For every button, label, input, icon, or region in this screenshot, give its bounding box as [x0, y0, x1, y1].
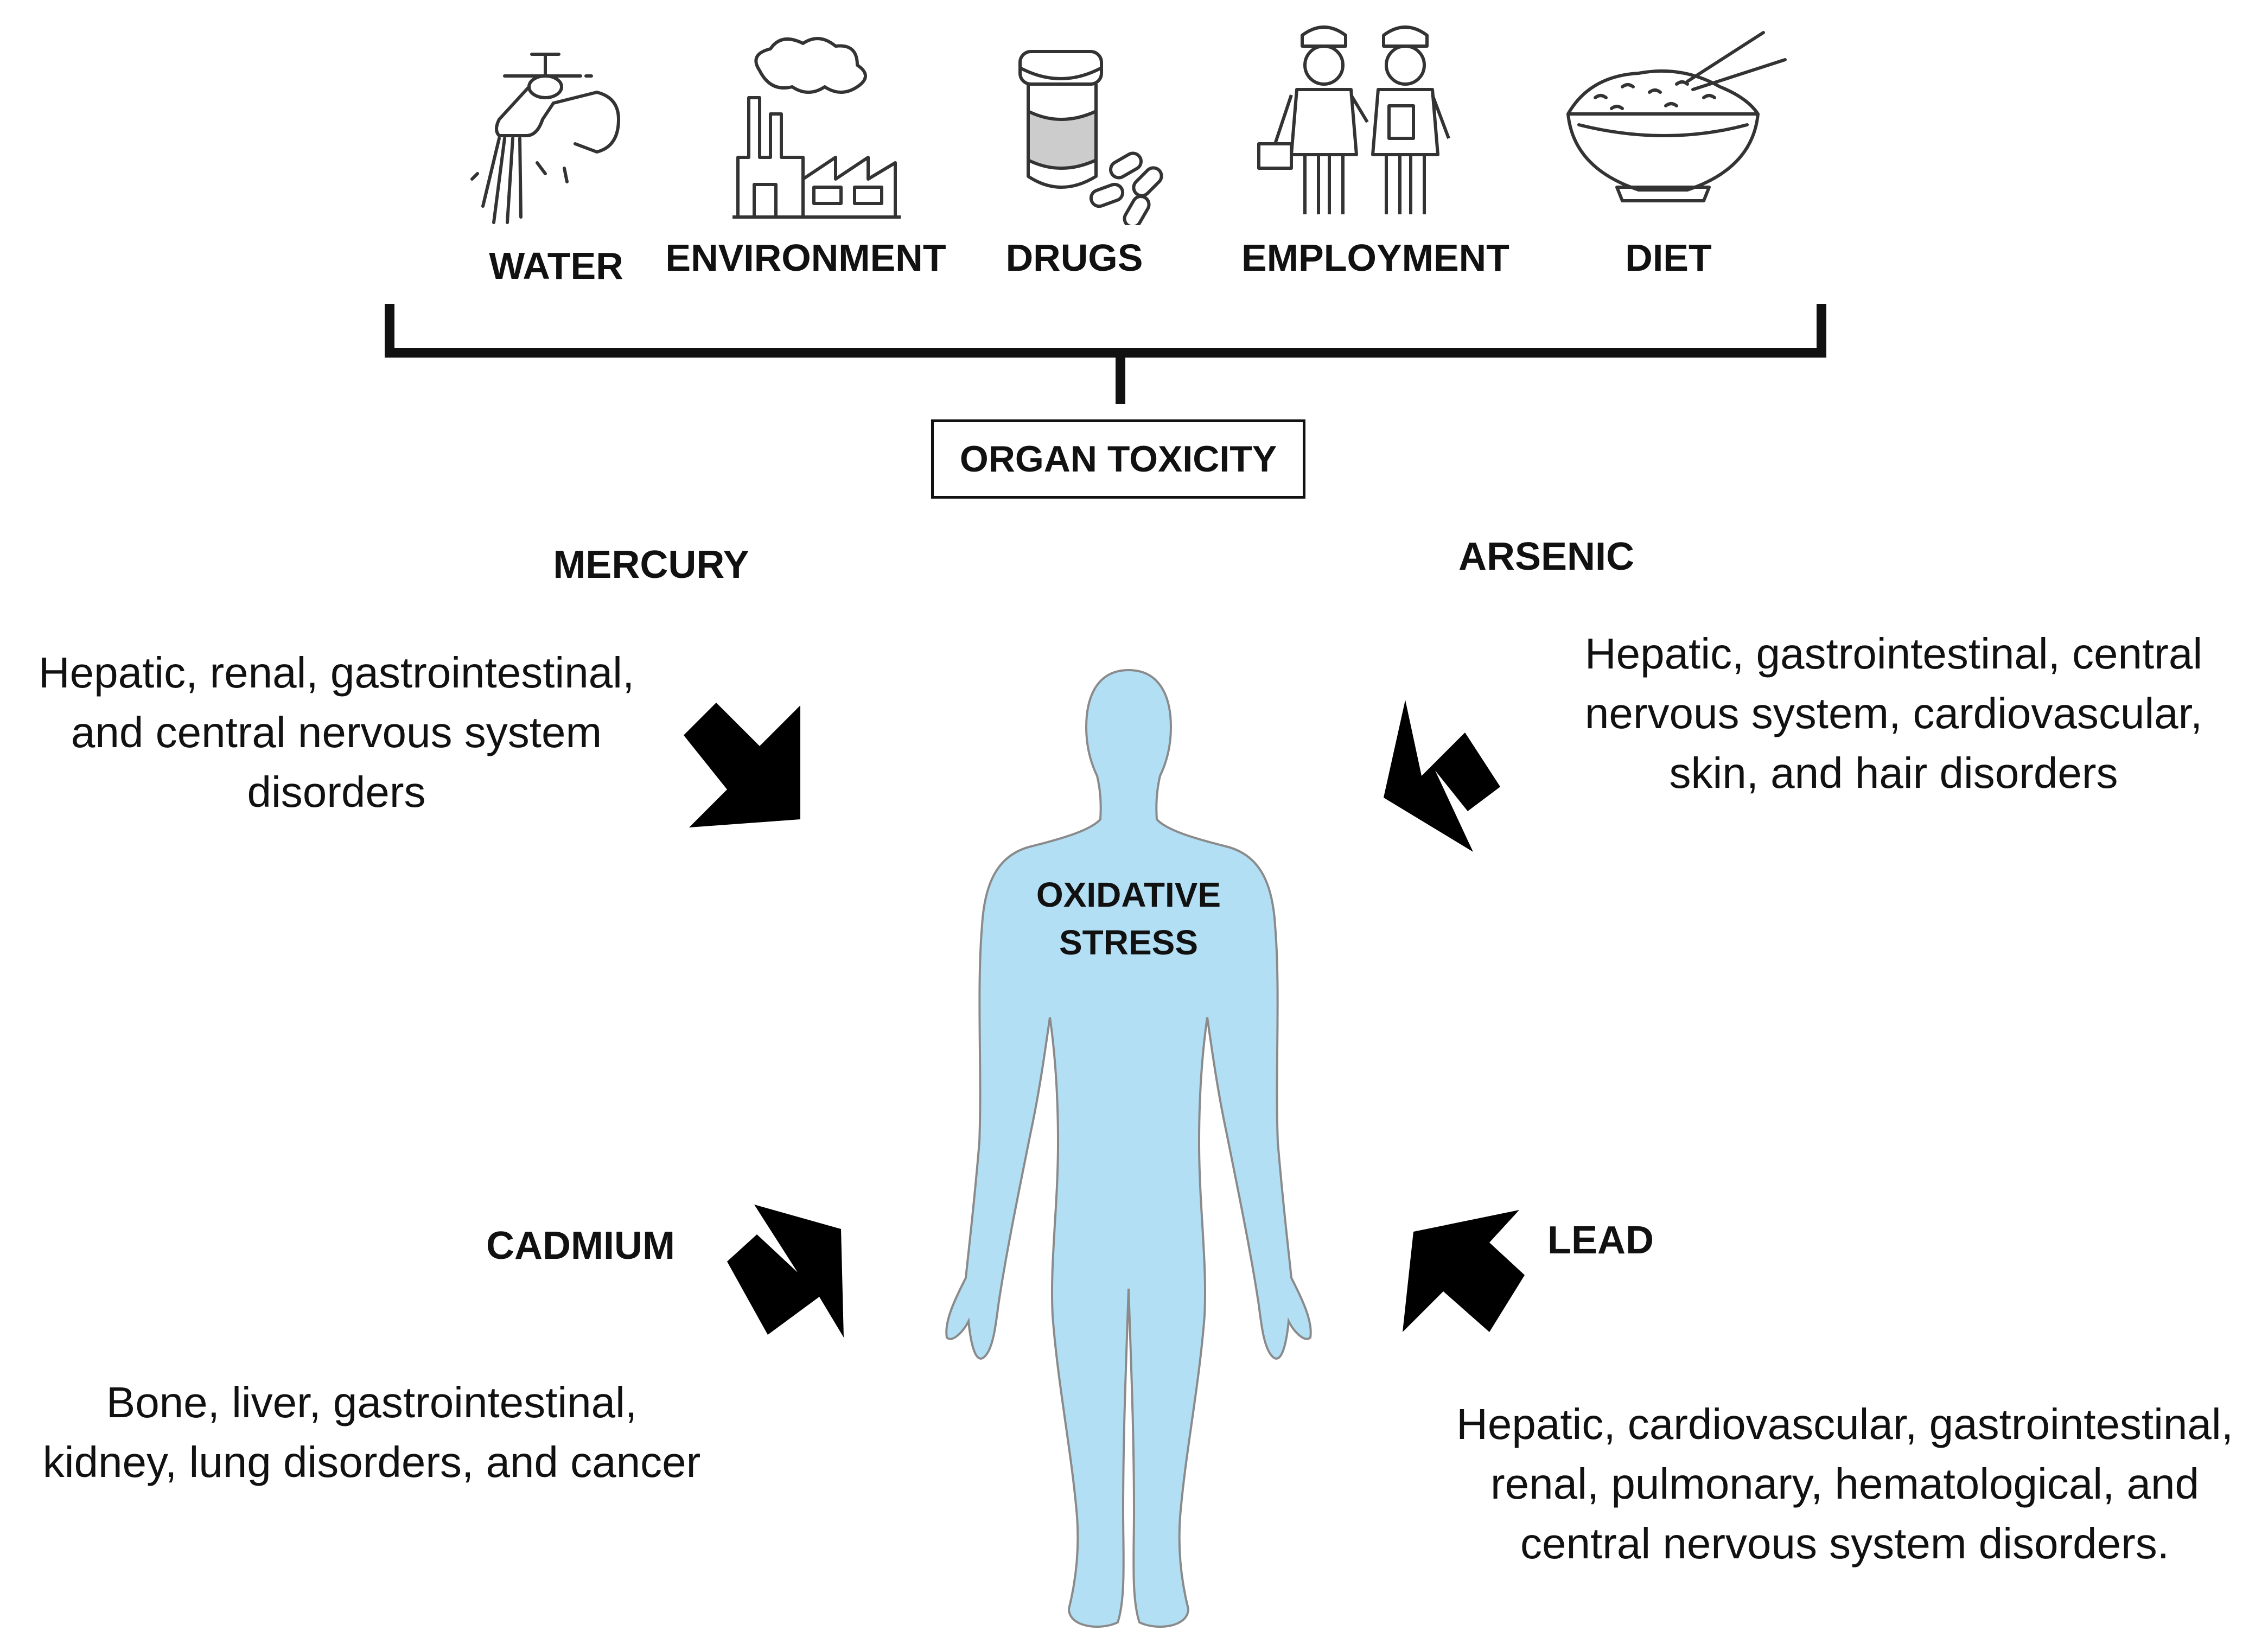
cadmium-effects-line: Bone, liver, gastrointestinal, [106, 1378, 638, 1426]
source-label-environment: ENVIRONMENT [665, 237, 946, 279]
factory-icon [732, 37, 901, 219]
cadmium-effects: Bone, liver, gastrointestinal, kidney, l… [11, 1373, 732, 1492]
mercury-arrow [684, 703, 800, 827]
cadmium-arrow [727, 1205, 844, 1337]
source-label-water: WATER [489, 245, 623, 287]
organ-toxicity-box: ORGAN TOXICITY [931, 419, 1305, 499]
body-shape [945, 668, 1312, 1628]
workers-icon [1257, 26, 1450, 214]
mercury-effects-line: and central nervous system [71, 708, 602, 756]
pill-bottle-icon [1018, 50, 1163, 225]
source-label-employment: EMPLOYMENT [1241, 237, 1509, 279]
arsenic-arrow [1384, 700, 1500, 852]
source-label-drugs: DRUGS [1005, 237, 1143, 279]
oxidative-stress-label: OXIDATIVE STRESS [1020, 871, 1237, 966]
source-bracket [385, 304, 1826, 404]
arsenic-effects-line: skin, and hair disorders [1669, 749, 2118, 797]
mercury-effects: Hepatic, renal, gastrointestinal, and ce… [0, 643, 673, 822]
arsenic-effects: Hepatic, gastrointestinal, central nervo… [1546, 624, 2241, 803]
lead-effects-line: central nervous system disorders. [1520, 1519, 2169, 1568]
metal-label-mercury: MERCURY [553, 543, 749, 587]
cadmium-effects-line: kidney, lung disorders, and cancer [42, 1438, 701, 1486]
arsenic-effects-line: Hepatic, gastrointestinal, central [1584, 629, 2203, 678]
lead-arrow [1403, 1210, 1525, 1332]
lead-effects-line: renal, pulmonary, hematological, and [1490, 1460, 2199, 1508]
source-label-diet: DIET [1625, 237, 1712, 279]
rice-bowl-icon [1566, 31, 1787, 202]
mercury-effects-line: Hepatic, renal, gastrointestinal, [38, 648, 635, 697]
organ-toxicity-label: ORGAN TOXICITY [959, 438, 1277, 480]
metal-label-arsenic: ARSENIC [1458, 535, 1635, 578]
faucet-icon [470, 53, 620, 224]
metal-label-lead: LEAD [1547, 1219, 1654, 1262]
human-body-silhouette [945, 668, 1312, 1628]
oxidative-stress-line2: STRESS [1059, 923, 1199, 962]
mercury-effects-line: disorders [247, 768, 426, 816]
oxidative-stress-line1: OXIDATIVE [1036, 875, 1221, 914]
metal-label-cadmium: CADMIUM [486, 1224, 675, 1267]
arsenic-effects-line: nervous system, cardiovascular, [1584, 689, 2203, 737]
lead-effects-line: Hepatic, cardiovascular, gastrointestina… [1456, 1400, 2233, 1448]
lead-effects: Hepatic, cardiovascular, gastrointestina… [1432, 1394, 2257, 1574]
